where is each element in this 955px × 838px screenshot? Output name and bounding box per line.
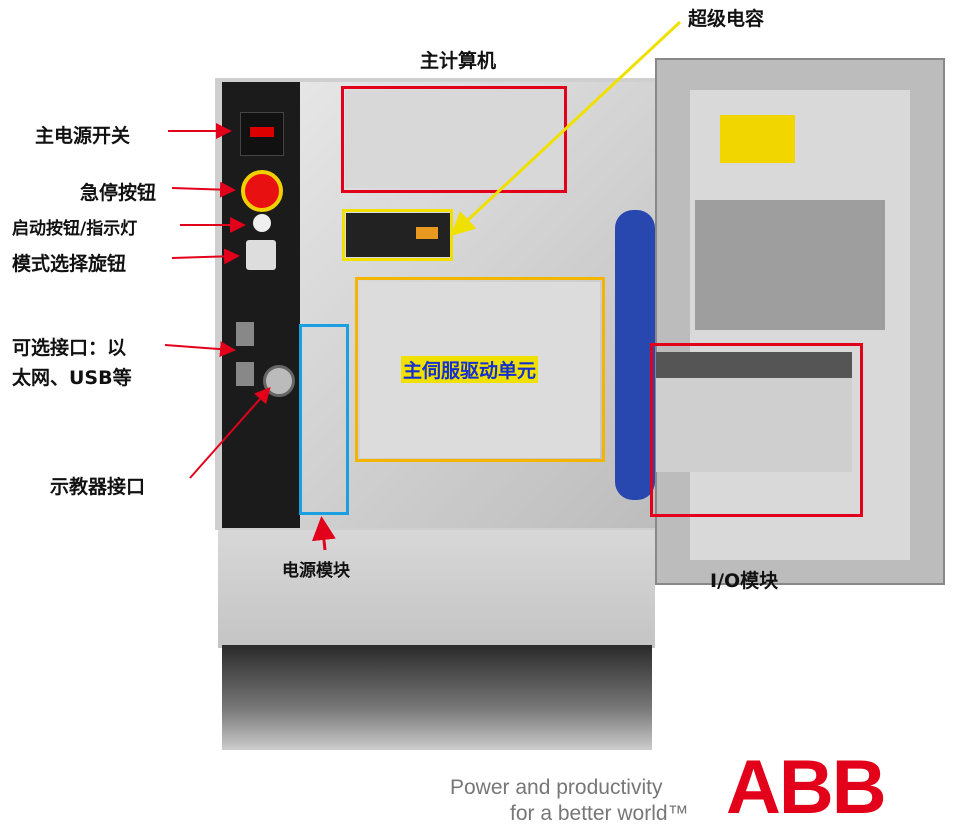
arrow-interface [164, 341, 236, 358]
main-switch [240, 112, 284, 156]
mode-selector [246, 240, 276, 270]
front-panel [222, 82, 300, 528]
computer-unit [345, 90, 563, 188]
label-supercap: 超级电容 [688, 8, 765, 30]
label-io-module: I/O模块 [710, 570, 779, 592]
io-unit [656, 352, 852, 472]
power-module-box [299, 324, 349, 515]
usb-port [236, 362, 254, 386]
label-mode-selector: 模式选择旋钮 [12, 253, 127, 275]
label-main-servo-drive: 主伺服驱动单元 [401, 356, 539, 383]
abb-logo-text: ABB [726, 745, 887, 830]
arrow-mode-selector [171, 248, 240, 265]
label-teach-pendant-port: 示教器接口 [50, 476, 146, 498]
abb-logo: ABB [726, 745, 887, 830]
esd-warning-sticker [720, 115, 795, 163]
main-computer-box [341, 86, 567, 193]
arrow-pendant [189, 387, 271, 479]
start-button [253, 214, 271, 232]
label-optional-interface-line2: 太网、USB等 [12, 367, 132, 389]
arrow-e-stop [171, 181, 236, 198]
cabinet-base [218, 528, 655, 648]
label-start-button: 启动按钮/指示灯 [12, 219, 138, 239]
label-main-computer: 主计算机 [420, 50, 497, 72]
arrow-supercap [450, 20, 682, 237]
blue-cable [615, 210, 655, 500]
label-main-power-switch: 主电源开关 [35, 125, 131, 147]
servo-drive-box [355, 277, 605, 462]
label-optional-interface-line1: 可选接口：以 [12, 337, 127, 359]
cabinet-feet [222, 645, 652, 750]
pendant-connector [263, 365, 295, 397]
io-module-box [650, 343, 863, 517]
label-emergency-stop: 急停按钮 [80, 182, 157, 204]
label-power-module: 电源模块 [282, 561, 350, 581]
slogan-line1: Power and productivity [450, 776, 663, 799]
supercap-unit [346, 213, 450, 257]
door-plate [695, 200, 885, 330]
ethernet-port [236, 322, 254, 346]
slogan-line2: for a better world™ [510, 802, 689, 825]
arrow-power-module [311, 516, 336, 551]
e-stop-button [241, 170, 283, 212]
